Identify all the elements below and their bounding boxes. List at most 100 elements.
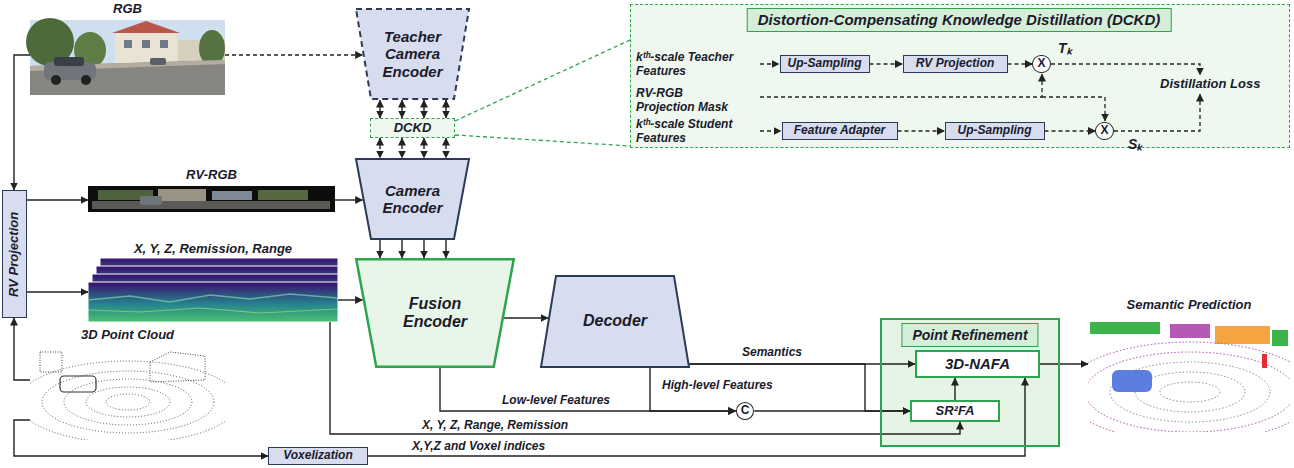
process-box: Up-Sampling — [945, 122, 1045, 140]
connector-line — [401, 138, 402, 158]
rgb-photo — [150, 58, 166, 65]
panel-fill — [880, 318, 1060, 447]
node-text: Teacher Camera Encoder — [374, 28, 451, 80]
dckd-flow-lines — [760, 74, 1042, 97]
semantic-prediction-image — [1088, 318, 1290, 432]
connector — [1045, 131, 1096, 132]
image-panel: Semantic Prediction — [1088, 298, 1290, 432]
node-text: Feature Adapter — [794, 124, 886, 138]
node-text: Voxelization — [283, 449, 353, 463]
connector-line — [423, 100, 424, 118]
connector — [225, 55, 363, 56]
connector-line — [1045, 130, 1096, 131]
edge-label: X, Y, Z, Range, Remission — [420, 418, 570, 432]
rgb-photo — [124, 40, 132, 48]
rv-rgb-strip — [158, 189, 206, 201]
node-text: Decoder — [559, 312, 671, 330]
process-box: Up-Sampling — [780, 55, 870, 73]
module-box: 3D-NAFA — [915, 350, 1040, 378]
node-text: X — [1037, 57, 1045, 71]
connector — [455, 40, 630, 146]
node-text: Up-Sampling — [788, 57, 862, 71]
connector — [335, 200, 363, 201]
connector — [14, 55, 30, 190]
rgb-photo — [115, 32, 177, 66]
rgb-photo — [160, 40, 168, 48]
node-text: RV Projection — [7, 211, 22, 296]
connector — [754, 411, 910, 412]
connector-line — [445, 100, 446, 118]
edge-label: High-level Features — [660, 378, 775, 392]
connector — [14, 420, 268, 456]
rv-rgb-strip — [88, 186, 335, 212]
dckd-flow-lines — [760, 63, 779, 64]
point-cloud — [106, 394, 150, 410]
annotation-label: RV-RGB Projection Mask — [636, 86, 744, 114]
connector-line — [898, 130, 945, 131]
dckd-flow-lines — [760, 130, 781, 131]
point-cloud — [60, 376, 96, 392]
multiply-circle: X — [1095, 122, 1113, 140]
connector-line — [338, 299, 363, 300]
trapezoid-shape — [541, 276, 689, 367]
refinement-panel: Point Refinement3D-NAFASR²FA — [880, 318, 1060, 447]
image-panel: X, Y, Z, Remission, Range — [88, 242, 338, 322]
connector-line — [754, 410, 910, 411]
node-text: Distortion-Compensating Knowledge Distil… — [758, 11, 1161, 28]
connector-line — [401, 100, 402, 118]
annotation-label: Distillation Loss — [1160, 76, 1260, 92]
connector — [1008, 64, 1033, 65]
rgb-photo — [51, 75, 61, 85]
point-cloud — [30, 346, 225, 440]
connector — [14, 318, 30, 380]
encoder-trapezoid: Camera Encoder — [355, 158, 470, 240]
encoder-trapezoid: Teacher Camera Encoder — [355, 8, 470, 100]
projection-box: RV Projection — [2, 190, 27, 318]
image-panel: RGB — [30, 2, 225, 95]
edge-label: Low-level Features — [500, 393, 612, 407]
trapezoid-shape — [356, 9, 469, 99]
point-cloud — [150, 352, 205, 382]
node-text: Fusion Encoder — [379, 295, 491, 332]
node-text: Point Refinement — [912, 327, 1027, 343]
connector-line — [27, 199, 88, 200]
multiply-circle: X — [1032, 55, 1050, 73]
node-text: X — [1100, 124, 1108, 138]
rgb-photo — [81, 75, 91, 85]
panel-fill — [630, 4, 1290, 148]
connector-line — [504, 317, 548, 318]
connector — [898, 131, 945, 132]
encoder-trapezoid: Fusion Encoder — [355, 258, 515, 368]
connector-line — [455, 40, 630, 121]
rv-rgb-strip — [212, 191, 252, 200]
node-text: Semantic Prediction — [1127, 298, 1252, 313]
node-text: DCKD — [394, 121, 432, 136]
connector-line — [225, 54, 363, 55]
process-box: Feature Adapter — [782, 122, 898, 140]
range-image-stack — [88, 282, 338, 322]
connector — [380, 240, 446, 258]
node-text: RGB — [113, 2, 142, 17]
connector-line — [401, 240, 402, 258]
semantic-prediction-image — [1170, 324, 1210, 338]
semantic-prediction-image — [1160, 382, 1220, 402]
dckd-flow-lines — [1051, 64, 1200, 75]
rv-rgb-strip — [258, 190, 308, 200]
semantic-prediction-image — [1112, 370, 1152, 392]
rv-rgb-strip — [88, 186, 335, 212]
semantic-prediction-image — [1110, 362, 1270, 422]
connector-line — [445, 138, 446, 158]
node-text: Up-Sampling — [958, 124, 1032, 138]
connector-line — [14, 318, 30, 380]
rv-rgb-strip — [140, 196, 162, 205]
annotation-label: Sₖ — [1128, 136, 1142, 153]
point-cloud — [30, 361, 225, 440]
semantic-prediction-image — [1088, 352, 1290, 432]
node-text: RV Projection — [916, 57, 995, 71]
decoder-trapezoid: Decoder — [540, 275, 690, 368]
range-image-stack — [88, 294, 338, 302]
range-image-stack — [88, 258, 338, 322]
connector-line — [379, 240, 380, 258]
connector — [380, 138, 446, 158]
